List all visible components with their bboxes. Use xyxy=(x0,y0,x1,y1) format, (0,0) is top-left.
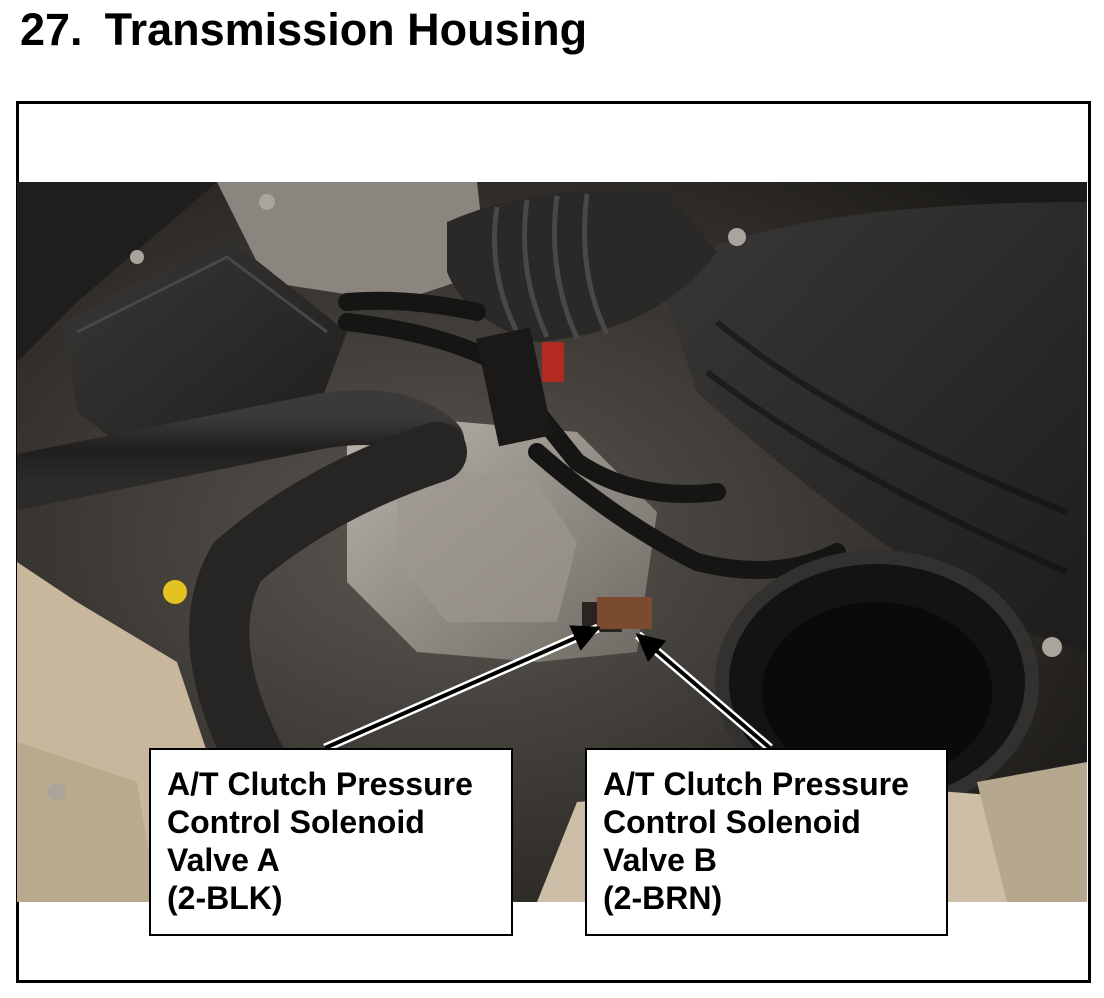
callout-line: (2-BRN) xyxy=(603,880,723,916)
callout-line: A/T Clutch Pressure xyxy=(603,766,909,802)
callout-line: Valve A xyxy=(167,842,280,878)
page-heading: 27. Transmission Housing xyxy=(20,0,587,60)
step-title: Transmission Housing xyxy=(104,4,588,55)
callout-line: (2-BLK) xyxy=(167,880,283,916)
callout-valve-b: A/T Clutch Pressure Control Solenoid Val… xyxy=(585,748,948,936)
callout-line: Control Solenoid xyxy=(603,804,861,840)
step-number: 27. xyxy=(20,4,83,55)
callout-line: A/T Clutch Pressure xyxy=(167,766,473,802)
callout-line: Valve B xyxy=(603,842,717,878)
callout-valve-a: A/T Clutch Pressure Control Solenoid Val… xyxy=(149,748,513,936)
callout-line: Control Solenoid xyxy=(167,804,425,840)
